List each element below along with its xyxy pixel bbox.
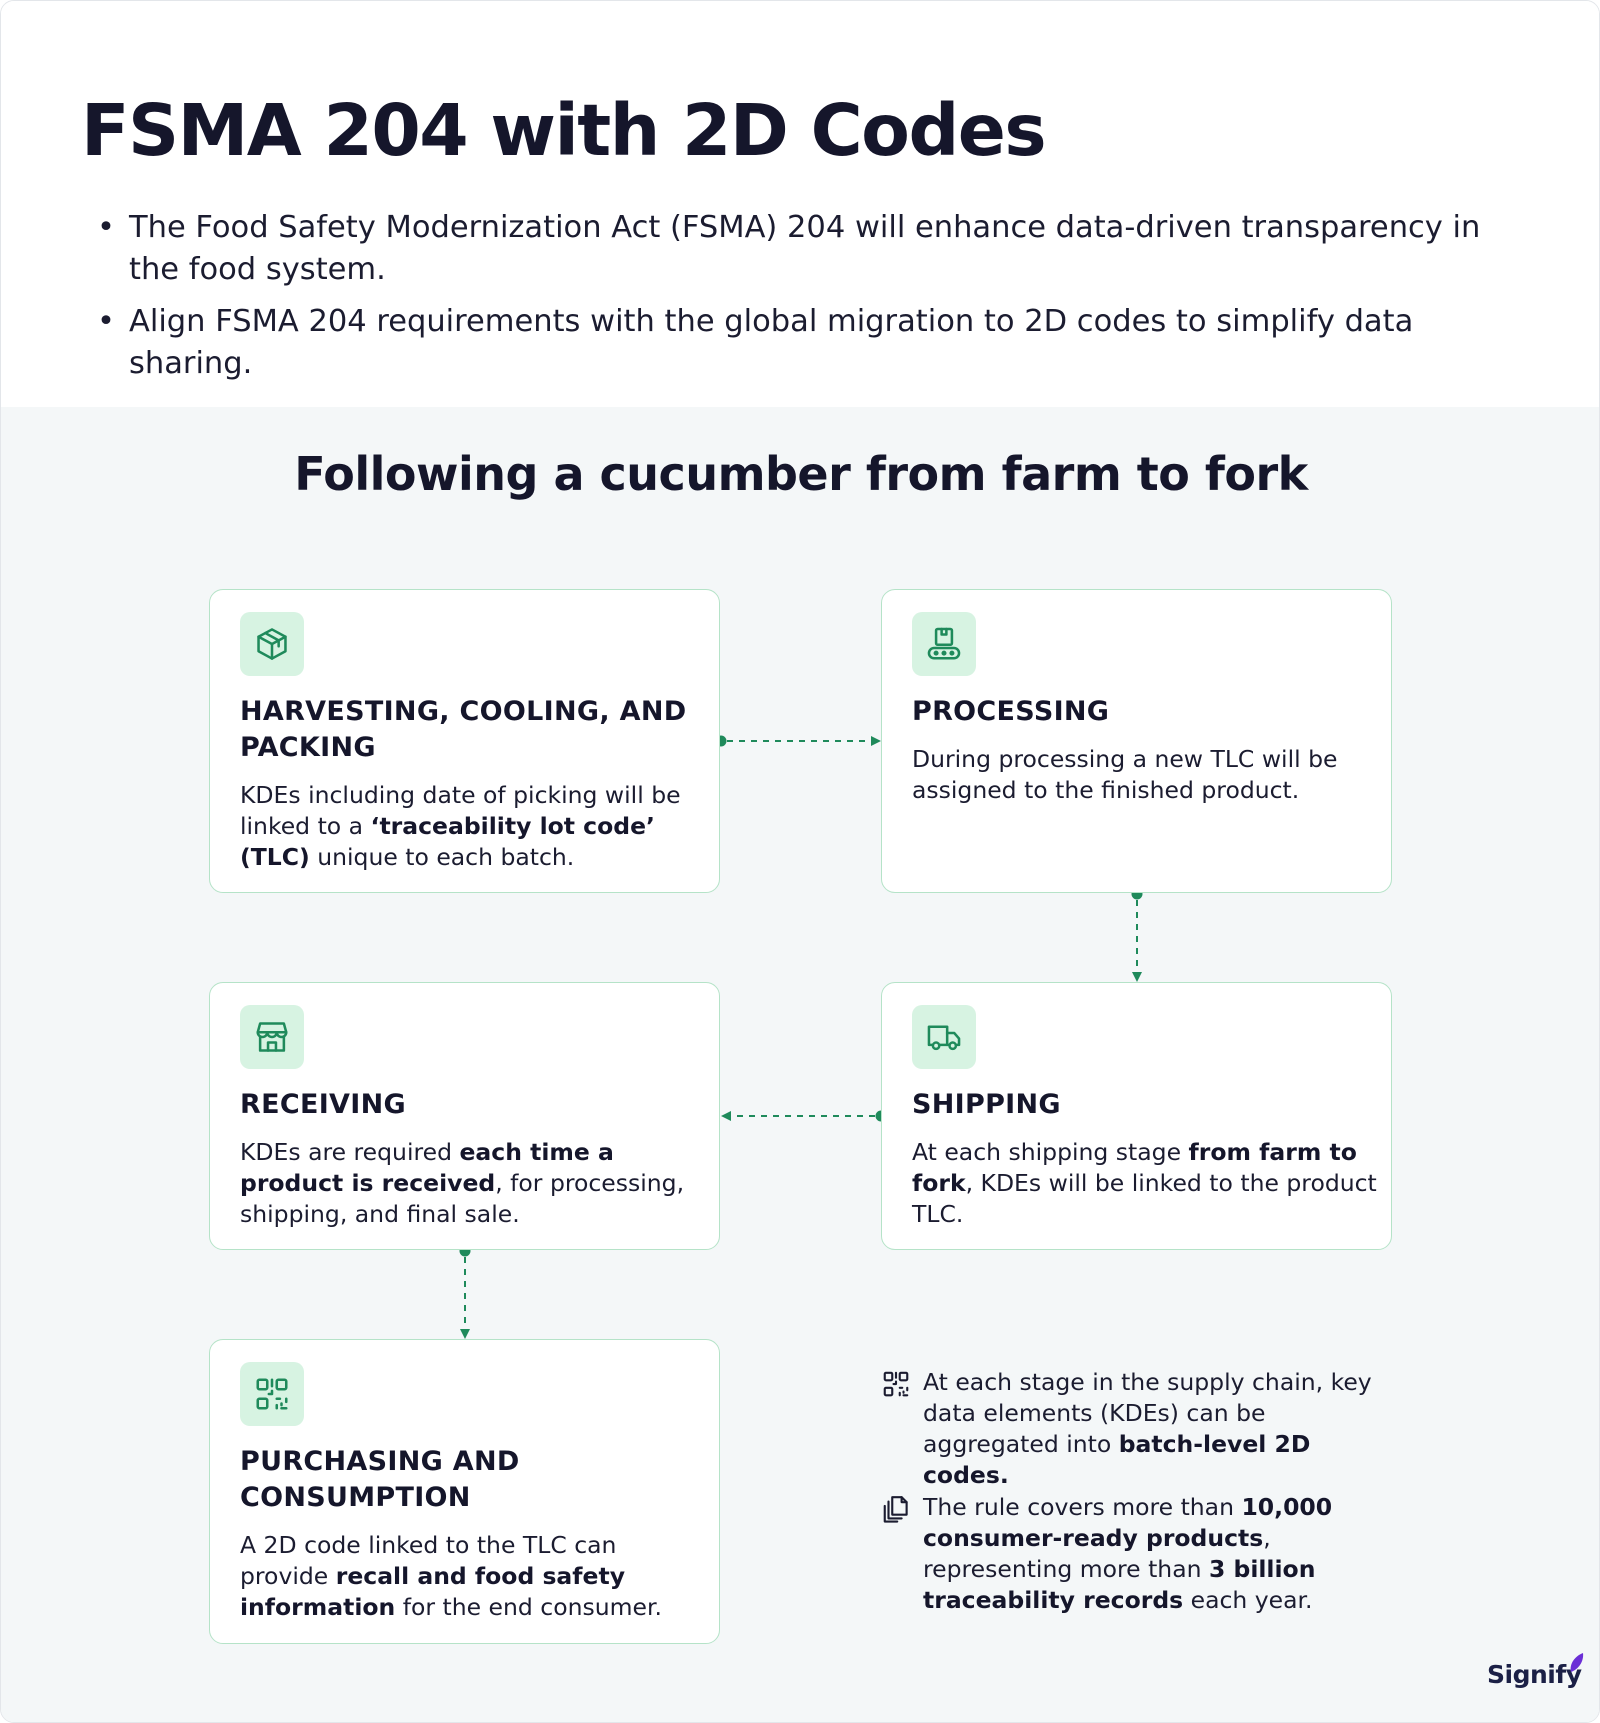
step-description: A 2D code linked to the TLC can provide … [240, 1531, 662, 1621]
conveyor-icon [912, 612, 976, 676]
step-description: During processing a new TLC will be assi… [912, 745, 1338, 804]
intro-bullets: The Food Safety Modernization Act (FSMA)… [97, 207, 1537, 395]
truck-icon [912, 1005, 976, 1069]
qr-code-icon [240, 1362, 304, 1426]
step-title: PURCHASING AND CONSUMPTION [240, 1446, 520, 1513]
documents-icon [883, 1496, 908, 1523]
step-card-shipping: SHIPPING At each shipping stage from far… [881, 982, 1392, 1250]
header-section: FSMA 204 with 2D Codes The Food Safety M… [1, 1, 1599, 407]
connector-processing-to-shipping [1131, 888, 1143, 982]
page-title: FSMA 204 with 2D Codes [81, 89, 1047, 172]
step-title: HARVESTING, COOLING, AND PACKING [240, 696, 687, 763]
step-card-purchasing: PURCHASING AND CONSUMPTION A 2D code lin… [209, 1339, 720, 1644]
intro-bullet: Align FSMA 204 requirements with the glo… [97, 301, 1537, 385]
connector-harvest-to-processing [715, 735, 881, 747]
flow-title: Following a cucumber from farm to fork [294, 447, 1308, 501]
step-card-processing: PROCESSING During processing a new TLC w… [881, 589, 1392, 893]
step-title: RECEIVING [240, 1089, 406, 1120]
leaf-icon [1570, 1653, 1584, 1672]
connector-receiving-to-purchasing [459, 1245, 471, 1339]
step-description: KDEs are required each time a product is… [240, 1138, 685, 1228]
step-card-receiving: RECEIVING KDEs are required each time a … [209, 982, 720, 1250]
connector-shipping-to-receiving [721, 1110, 887, 1122]
logo-wordmark: Signify [1487, 1660, 1582, 1689]
step-description: KDEs including date of picking will be l… [240, 781, 681, 871]
note-text: The rule covers more than 10,000 consume… [923, 1493, 1333, 1614]
flow-section: Following a cucumber from farm to fork [1, 407, 1599, 1722]
step-card-harvesting: HARVESTING, COOLING, AND PACKING KDEs in… [209, 589, 720, 893]
intro-bullet: The Food Safety Modernization Act (FSMA)… [97, 207, 1537, 291]
package-icon [240, 612, 304, 676]
step-title: PROCESSING [912, 696, 1110, 727]
signify-logo: Signify [1487, 1653, 1584, 1700]
store-icon [240, 1005, 304, 1069]
step-title: SHIPPING [912, 1089, 1061, 1120]
note-text: At each stage in the supply chain, key d… [923, 1368, 1372, 1489]
step-description: At each shipping stage from farm to fork… [912, 1138, 1377, 1228]
qr-code-icon [883, 1371, 909, 1397]
